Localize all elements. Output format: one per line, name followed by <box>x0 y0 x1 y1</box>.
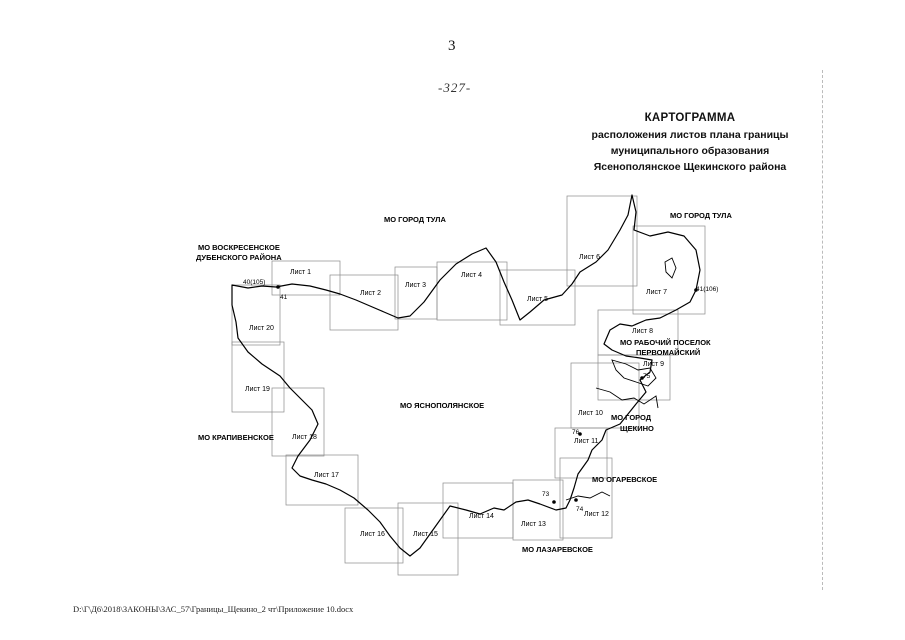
inner-boundary-pervomaysky <box>611 359 657 387</box>
sheet-label-3: Лист 3 <box>405 282 426 289</box>
sheet-frame-6 <box>566 195 638 287</box>
point-marker-76 <box>578 432 582 436</box>
point-label-40: 40(105) <box>243 279 265 286</box>
sheet-frame-17 <box>285 454 359 506</box>
map-subtitle-line-1: расположения листов плана границы <box>591 129 789 141</box>
point-marker-41b <box>694 288 698 292</box>
region-label-krapivenskoe: МО КРАПИВЕНСКОЕ <box>198 433 274 442</box>
map-subtitle-line-2: муниципального образования <box>610 145 770 157</box>
region-label-shchekino-2: ЩЕКИНО <box>620 424 654 433</box>
sheet-frame-20 <box>231 284 281 346</box>
map-subtitle-line-3: Ясенополянское Щекинского района <box>593 161 787 173</box>
sheet-label-7: Лист 7 <box>646 289 667 296</box>
sheet-label-13: Лист 13 <box>521 521 546 528</box>
point-marker-41 <box>276 285 280 289</box>
sheet-frame-4 <box>436 261 508 321</box>
handwritten-page-number: -327- <box>438 80 472 95</box>
sheet-label-14: Лист 14 <box>469 513 494 520</box>
sheet-frame-12 <box>559 457 613 539</box>
region-label-pervomaysky-1: МО РАБОЧИЙ ПОСЕЛОК <box>620 338 711 347</box>
region-label-ogarevskoe: МО ОГАРЕВСКОЕ <box>592 475 657 484</box>
region-label-tula-center: МО ГОРОД ТУЛА <box>384 215 446 224</box>
sheet-frame-7 <box>632 225 706 315</box>
sheet-label-15: Лист 15 <box>413 531 438 538</box>
inner-boundary-ogarevskoe <box>565 491 611 501</box>
sheet-label-11: Лист 11 <box>574 438 599 445</box>
sheet-frame-5 <box>499 269 576 326</box>
sheet-frame-2 <box>329 274 399 331</box>
region-label-tula-right: МО ГОРОД ТУЛА <box>670 211 732 220</box>
point-label-75: 75 <box>643 373 651 380</box>
sheet-label-20: Лист 20 <box>249 325 274 332</box>
inner-boundary-shchekino <box>595 387 659 409</box>
sheet-frame-16 <box>344 507 404 564</box>
sheet-label-4: Лист 4 <box>461 272 482 279</box>
margin-line <box>822 70 823 590</box>
sheet-label-6: Лист 6 <box>579 254 600 261</box>
sheet-label-12: Лист 12 <box>584 511 609 518</box>
sheet-frame-9 <box>597 354 671 401</box>
sheet-label-10: Лист 10 <box>578 410 603 417</box>
sheet-label-9: Лист 9 <box>643 361 664 368</box>
sheet-label-1: Лист 1 <box>290 269 311 276</box>
point-label-41b: 41(106) <box>696 286 718 293</box>
point-label-76: 76 <box>572 429 580 436</box>
sheet-frame-14 <box>442 482 514 539</box>
region-label-voskresenskoe-2: ДУБЕНСКОГО РАЙОНА <box>196 253 282 262</box>
region-label-lazarevskoe: МО ЛАЗАРЕВСКОЕ <box>522 545 593 554</box>
point-marker-74 <box>574 498 578 502</box>
sheet-frame-1 <box>271 260 341 296</box>
sheet-label-18: Лист 18 <box>292 434 317 441</box>
region-label-shchekino-1: МО ГОРОД <box>611 413 652 422</box>
sheet-label-17: Лист 17 <box>314 472 339 479</box>
point-label-73: 73 <box>542 491 550 498</box>
inner-boundary-lake <box>664 257 677 279</box>
municipality-boundary <box>231 194 701 557</box>
sheet-grid <box>231 195 706 576</box>
region-label-voskresenskoe-1: МО ВОСКРЕСЕНСКОЕ <box>198 243 280 252</box>
sheet-frame-18 <box>271 387 325 457</box>
sheet-label-2: Лист 2 <box>360 290 381 297</box>
file-path-footer: D:\Г\Д6\2018\ЗАКОНЫ\ЗАС_57\Границы_Щекин… <box>73 604 354 614</box>
sheet-frame-11 <box>554 427 608 479</box>
sheet-label-16: Лист 16 <box>360 531 385 538</box>
region-label-main: МО ЯСНОПОЛЯНСКОЕ <box>400 401 484 410</box>
sheet-frame-19 <box>231 341 285 413</box>
point-marker-73 <box>552 500 556 504</box>
sheet-frame-15 <box>397 502 459 576</box>
sheet-label-19: Лист 19 <box>245 386 270 393</box>
point-marker-75 <box>640 376 644 380</box>
page-number: 3 <box>448 38 456 54</box>
point-label-41: 41 <box>280 294 288 301</box>
region-label-pervomaysky-2: ПЕРВОМАЙСКИЙ <box>636 348 700 357</box>
map-title-block: КАРТОГРАММА расположения листов плана гр… <box>560 112 820 175</box>
sheet-label-8: Лист 8 <box>632 328 653 335</box>
point-label-74: 74 <box>576 506 584 513</box>
map-title: КАРТОГРАММА <box>644 112 736 124</box>
sheet-label-5: Лист 5 <box>527 296 548 303</box>
